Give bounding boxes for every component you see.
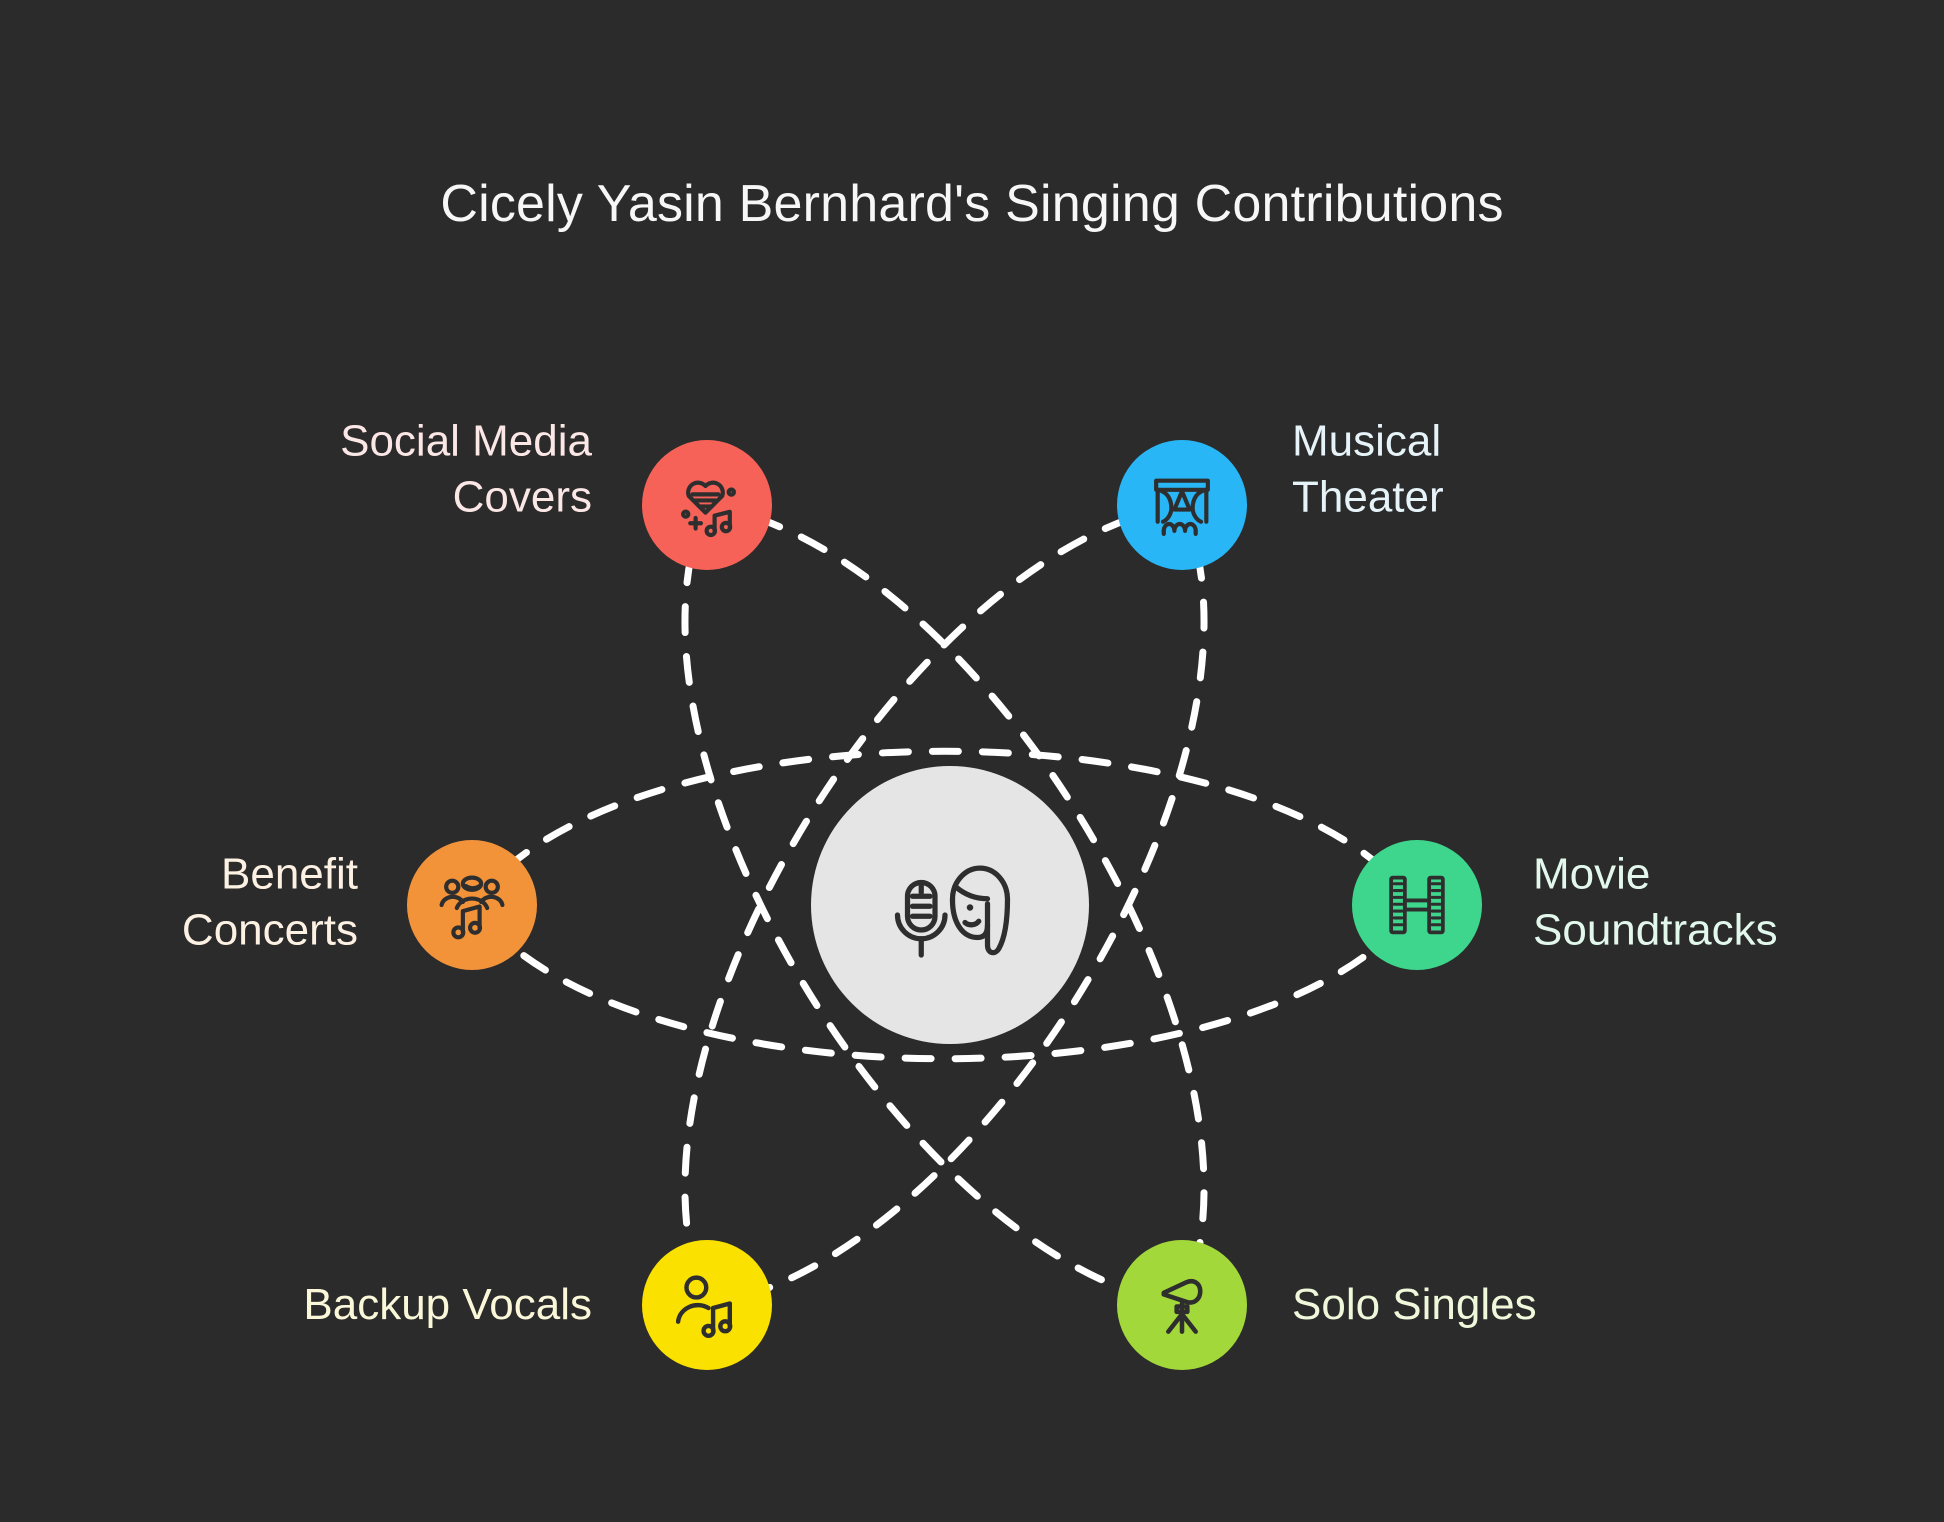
film-strip-icon [1379,867,1455,943]
heart-music-notes-icon [669,467,745,543]
person-music-icon [669,1267,745,1343]
node-solo-singles[interactable] [1117,1240,1247,1370]
label-backup-vocals: Backup Vocals [303,1279,592,1329]
node-musical-theater[interactable] [1117,440,1247,570]
singer-microphone-icon [875,830,1025,980]
label-movie-soundtracks: Movie Soundtracks [1533,849,1778,955]
spotlight-tripod-icon [1144,1267,1220,1343]
page-title: Cicely Yasin Bernhard's Singing Contribu… [440,174,1504,233]
label-social-media-covers: Social Media Covers [340,416,592,522]
node-benefit-concerts[interactable] [407,840,537,970]
theater-curtain-icon [1144,467,1220,543]
node-social-media-covers[interactable] [642,440,772,570]
label-solo-singles: Solo Singles [1292,1279,1537,1329]
label-musical-theater: Musical Theater [1292,416,1444,522]
node-backup-vocals[interactable] [642,1240,772,1370]
group-music-icon [434,867,510,943]
label-benefit-concerts: Benefit Concerts [181,849,358,955]
hub-node[interactable] [811,766,1089,1044]
node-movie-soundtracks[interactable] [1352,840,1482,970]
